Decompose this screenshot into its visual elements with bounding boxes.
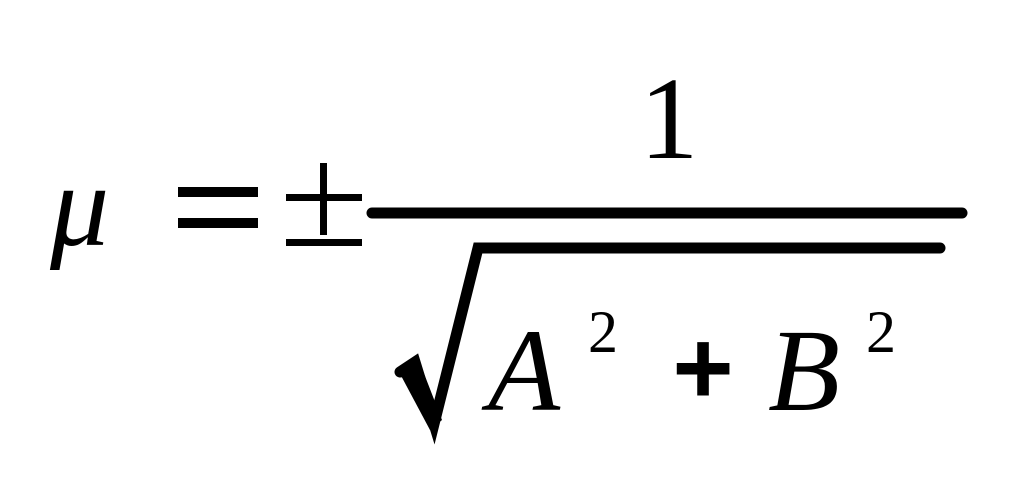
square-root-hook xyxy=(398,358,442,430)
square-root-sign xyxy=(394,242,946,445)
radicand-a: A xyxy=(481,305,561,436)
radicand-b-exponent: 2 xyxy=(866,299,896,365)
radicand-a-exponent: 2 xyxy=(588,299,618,365)
equals-sign xyxy=(178,187,258,228)
numerator-one: 1 xyxy=(640,53,699,184)
plus-minus-sign xyxy=(286,163,362,246)
radicand-b: B xyxy=(768,305,840,436)
mu-symbol: μ xyxy=(49,140,109,271)
plus-sign: + xyxy=(672,310,733,427)
